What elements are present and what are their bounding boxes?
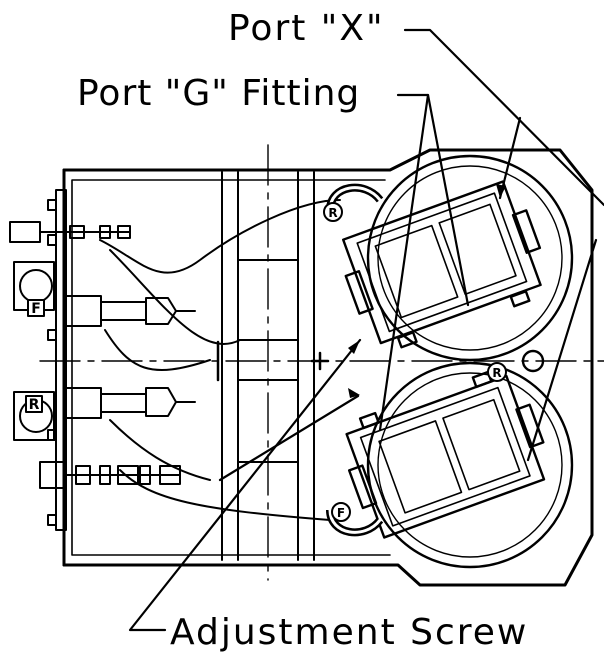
left-badged-fittings <box>13 261 55 441</box>
badge-r-center: R <box>492 366 501 380</box>
center-marks <box>216 340 330 382</box>
leader-lines <box>128 28 604 632</box>
port-x-label: Port "X" <box>228 8 385 49</box>
badge-r-upper-ring <box>323 202 343 222</box>
leader-arrowheads <box>348 184 506 398</box>
badge-r-center-ring <box>487 362 507 382</box>
badge-f-lower: F <box>337 506 345 520</box>
badge-f-left: F <box>31 301 41 317</box>
adjustment-leader-lower <box>218 394 360 482</box>
upper-pump-unit <box>326 154 574 373</box>
centerlines <box>39 144 604 581</box>
lower-pump-unit <box>326 361 574 569</box>
adjustment-screw-label: Adjustment Screw <box>170 612 528 653</box>
mounting-plate <box>47 189 67 531</box>
badge-f-lower-ring <box>331 502 351 522</box>
badge-r-upper: R <box>328 206 337 220</box>
port-g-fitting-label: Port "G" Fitting <box>77 73 360 114</box>
housing-outline <box>62 148 594 587</box>
badge-r-left: R <box>29 397 40 413</box>
left-fittings <box>9 199 341 521</box>
